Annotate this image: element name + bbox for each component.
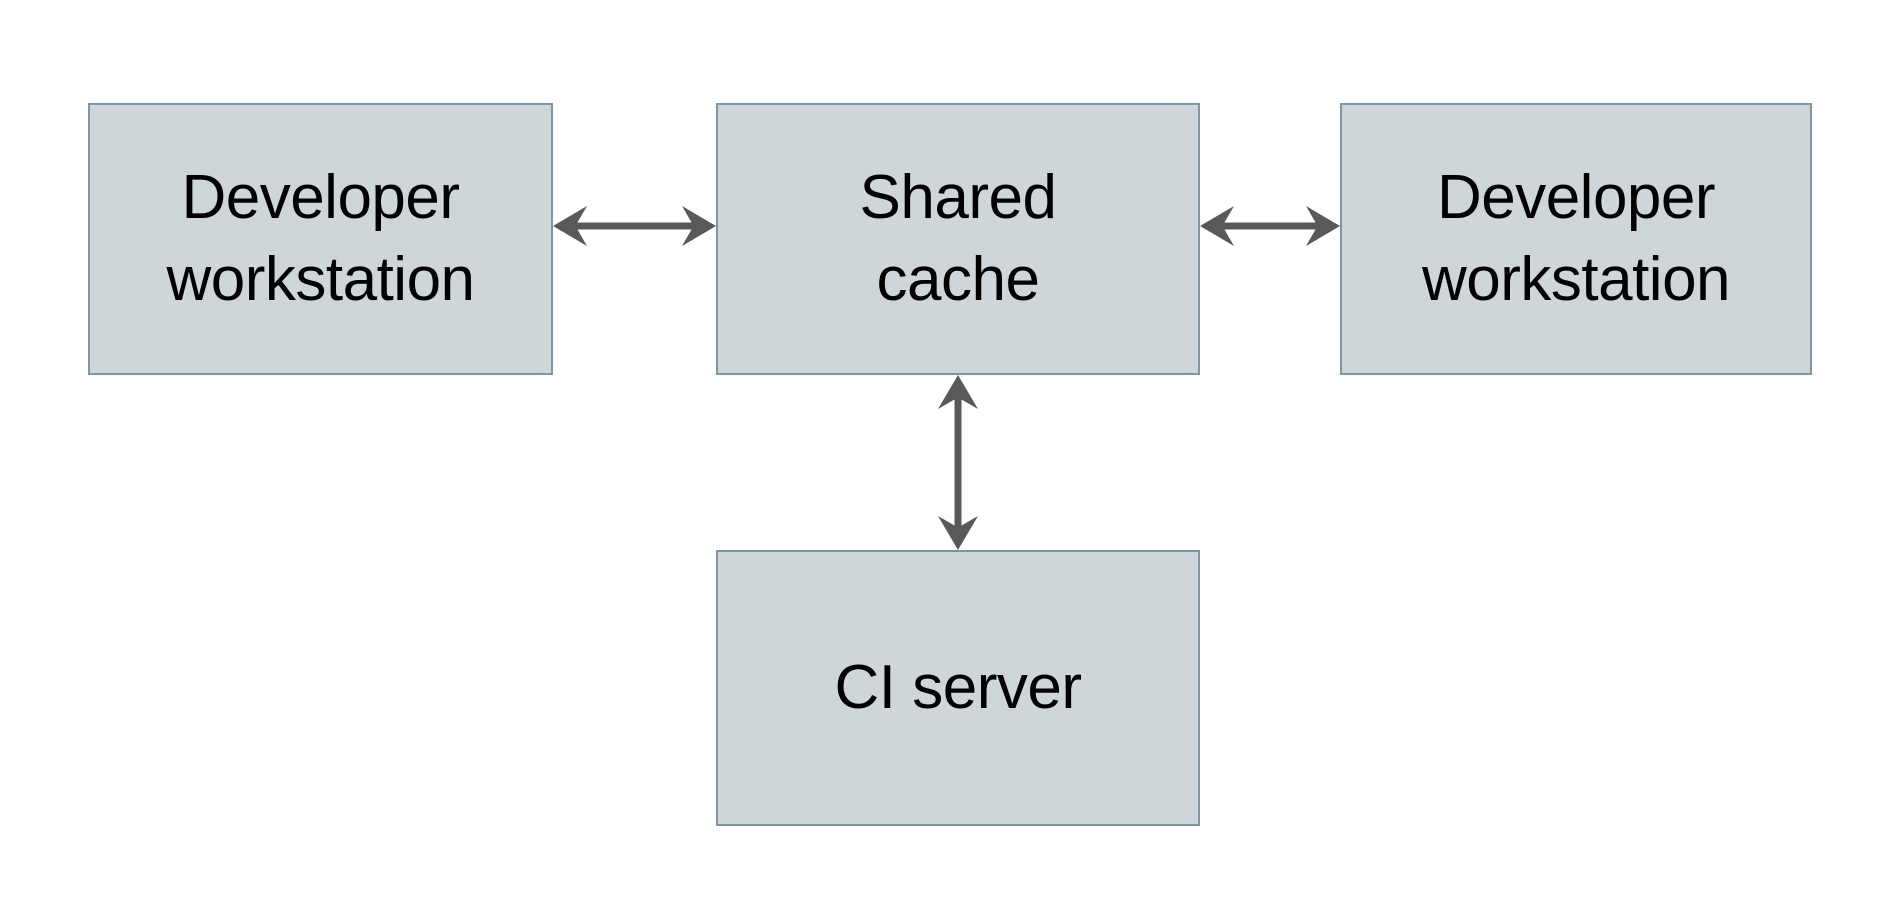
node-developer-workstation-right[interactable]: Developer workstation xyxy=(1340,103,1812,375)
node-label: Developer workstation xyxy=(166,163,475,314)
node-label: Shared cache xyxy=(859,163,1057,314)
double-arrow-vertical-icon xyxy=(938,375,978,550)
node-label: Developer workstation xyxy=(1421,163,1731,314)
node-ci-server[interactable]: CI server xyxy=(716,550,1200,826)
edge-shared-cache-to-ci-server[interactable] xyxy=(938,375,978,550)
node-shared-cache[interactable]: Shared cache xyxy=(716,103,1200,375)
double-arrow-horizontal-icon xyxy=(1200,206,1340,246)
node-developer-workstation-left[interactable]: Developer workstation xyxy=(88,103,553,375)
node-label: CI server xyxy=(834,653,1082,723)
edge-left-workstation-to-shared-cache[interactable] xyxy=(553,206,716,246)
edge-shared-cache-to-right-workstation[interactable] xyxy=(1200,206,1340,246)
double-arrow-horizontal-icon xyxy=(553,206,716,246)
